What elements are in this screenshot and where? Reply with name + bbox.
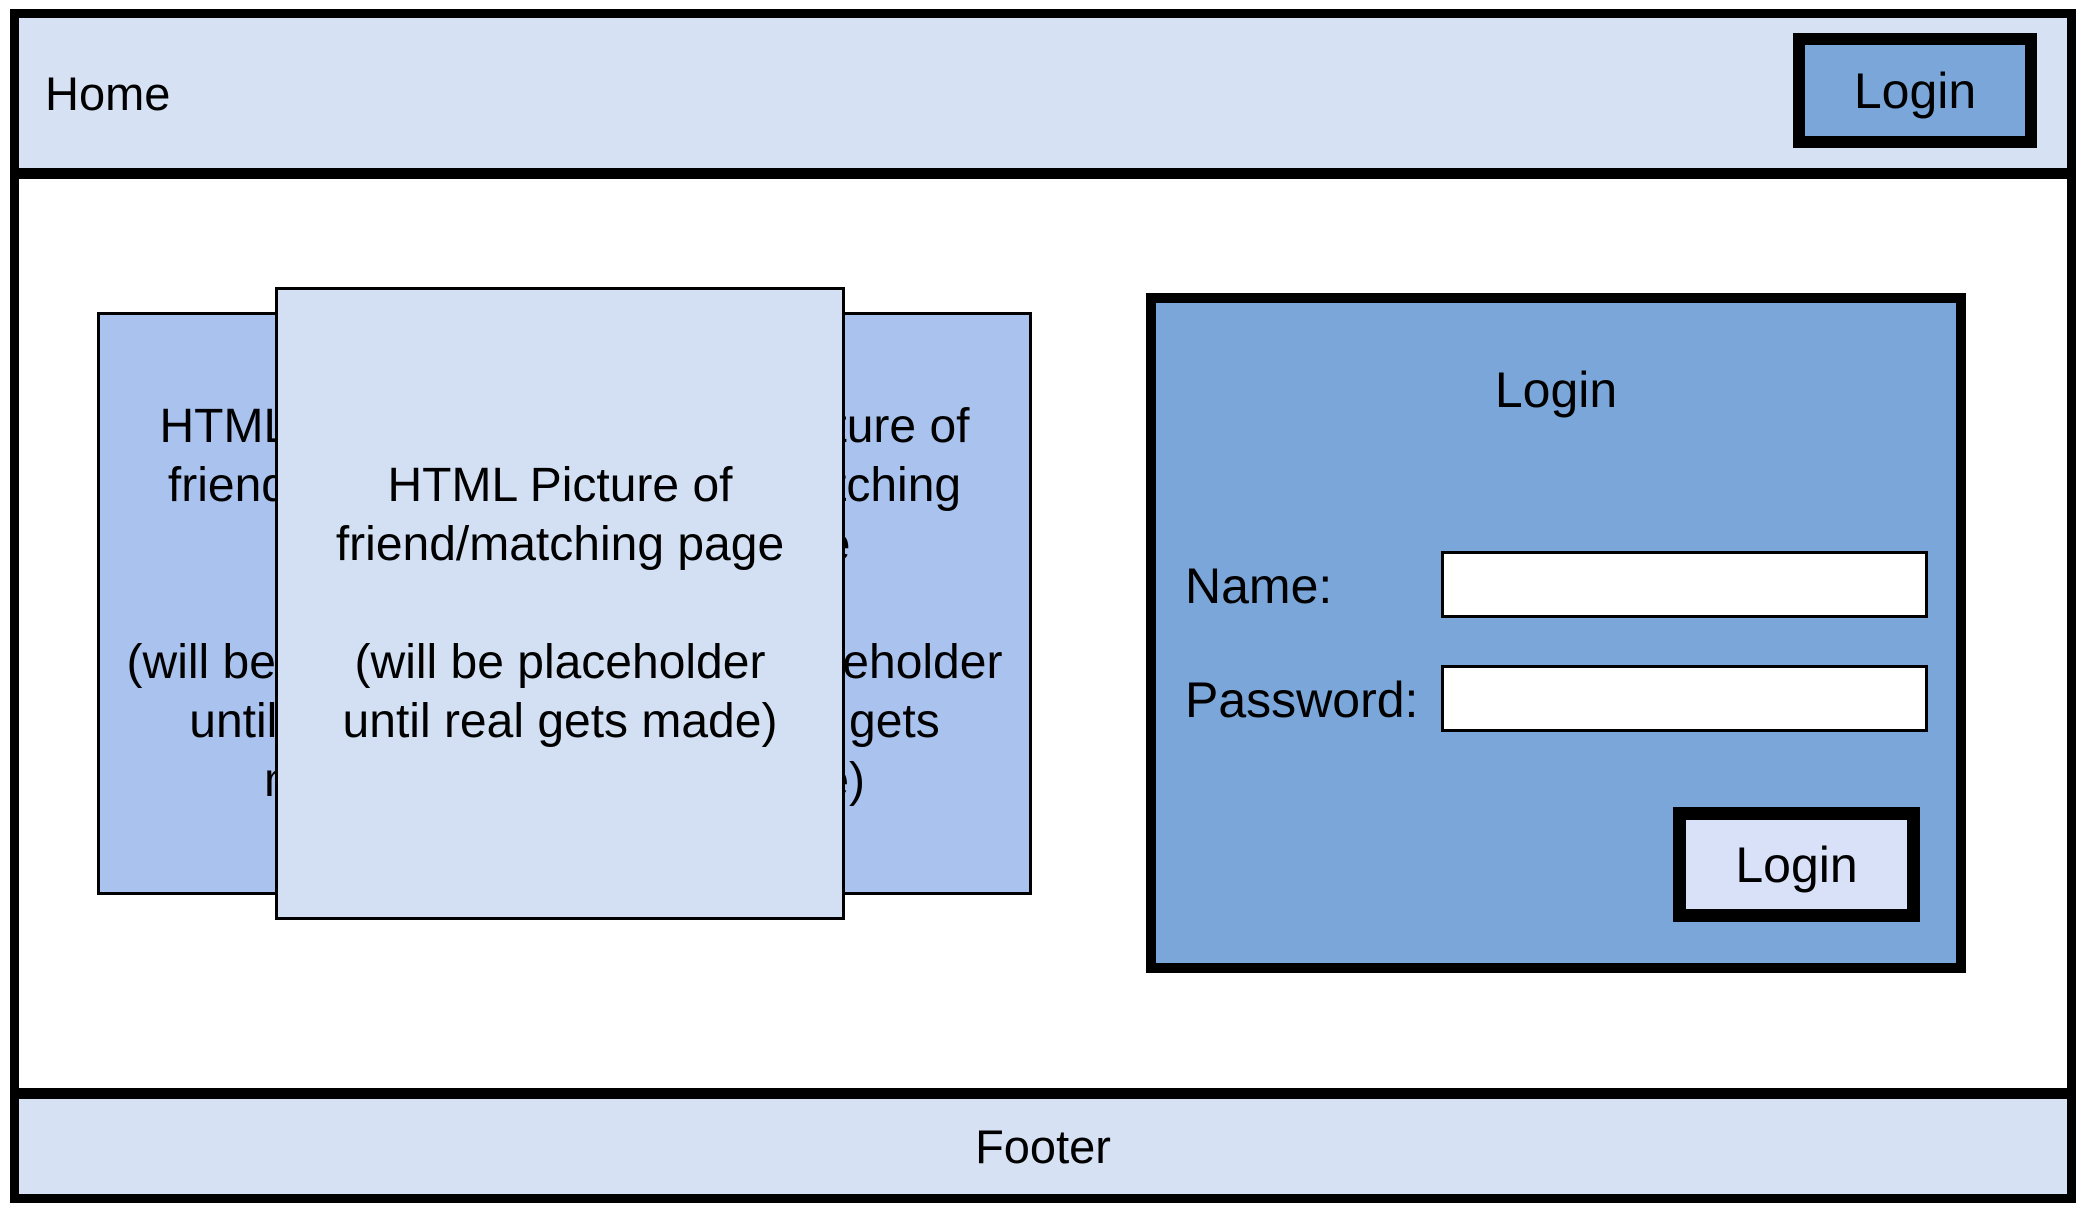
picture-card-front: HTML Picture of friend/matching page (wi… — [275, 287, 845, 920]
footer-bar: Footer — [19, 1088, 2067, 1194]
login-panel-title: Login — [1494, 362, 1618, 418]
name-input[interactable] — [1441, 551, 1928, 618]
password-input[interactable] — [1441, 665, 1928, 732]
login-submit-button[interactable]: Login — [1673, 807, 1920, 922]
login-panel: Login Name: Password: Login — [1146, 293, 1966, 973]
header-bar: Home Login — [19, 18, 2067, 179]
nav-home-link[interactable]: Home — [45, 66, 171, 120]
picture-card-text: HTML Picture of friend/matching page (wi… — [335, 459, 785, 748]
password-label: Password: — [1185, 672, 1419, 728]
header-login-button[interactable]: Login — [1793, 33, 2037, 148]
main-content: HTML Picture of friend/matching page (wi… — [19, 179, 2067, 1088]
site-frame: Home Login HTML Picture of friend/matchi… — [10, 9, 2076, 1203]
footer-text: Footer — [975, 1120, 1111, 1173]
name-label: Name: — [1185, 558, 1333, 614]
